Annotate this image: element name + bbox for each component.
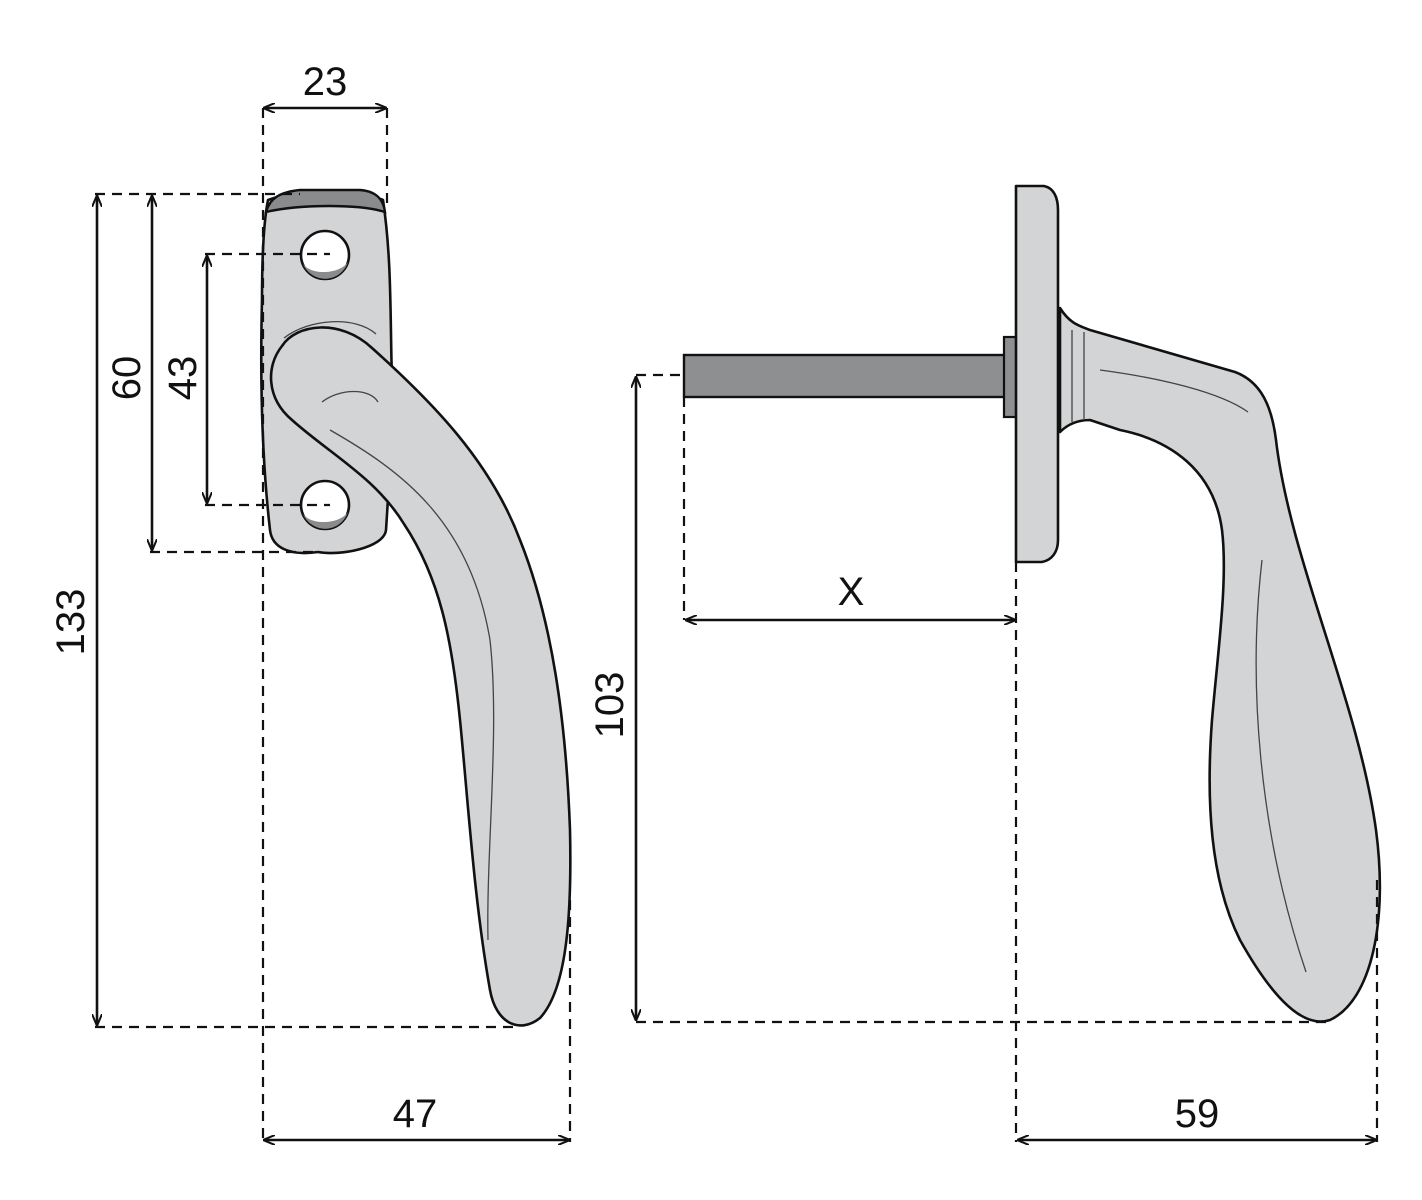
front-lever-ridge [329, 429, 495, 941]
side-lever [1058, 306, 1382, 1023]
front-collar-arc [283, 321, 377, 339]
side-extension-lines [636, 373, 1379, 1142]
dim-label-133: 133 [49, 589, 93, 656]
side-view [682, 184, 1382, 1023]
side-spindle [682, 353, 1008, 399]
dim-label-43: 43 [161, 356, 205, 401]
front-view [259, 188, 572, 1027]
side-lever-ridge-lower [1255, 559, 1307, 973]
dim-label-23: 23 [303, 60, 348, 104]
dim-label-60: 60 [105, 356, 149, 401]
dim-label-103: 103 [588, 672, 632, 739]
side-dimension-arrows [636, 377, 1376, 1140]
side-lever-ridge [1099, 369, 1249, 413]
dim-label-59: 59 [1175, 1092, 1220, 1136]
front-extension-lines [95, 108, 572, 1142]
side-rose-plate [1014, 184, 1060, 564]
front-lever-highlight [321, 390, 379, 403]
front-lever [269, 326, 572, 1027]
front-dimension-arrows [97, 108, 569, 1140]
front-top-cap [264, 188, 387, 214]
dim-label-x: X [838, 570, 865, 614]
dim-label-47: 47 [393, 1092, 438, 1136]
